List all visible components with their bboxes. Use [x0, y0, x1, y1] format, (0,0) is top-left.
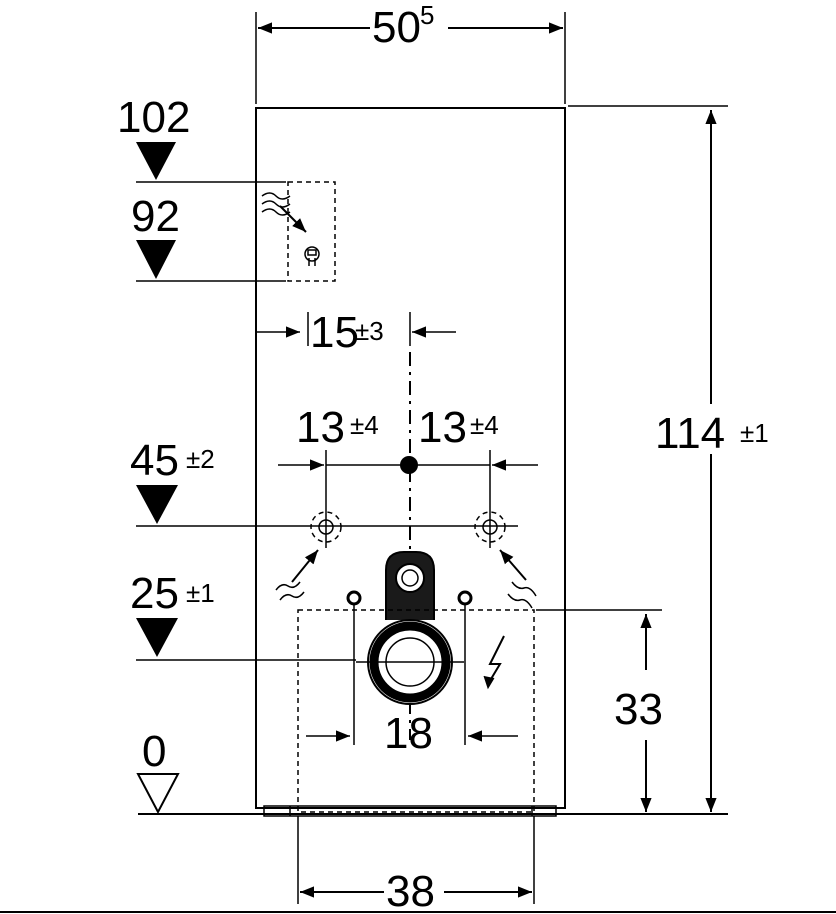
- flow-arrow-right-icon: [499, 549, 537, 609]
- flow-arrow-left-icon: [275, 549, 319, 601]
- level-top-value: 102: [117, 93, 190, 142]
- base-plate: [263, 805, 557, 817]
- level-floor-marker: [136, 773, 180, 815]
- box-height-value: 33: [614, 685, 663, 734]
- installation-zone-box: [297, 609, 535, 813]
- drain-outlet: [356, 619, 464, 705]
- fixing-point-left: [310, 511, 342, 543]
- electrical-icon: [483, 635, 505, 690]
- width-value: 50: [372, 3, 421, 52]
- flush-pipe: [385, 551, 435, 620]
- height-tolerance: ±1: [740, 418, 769, 448]
- level-fix-tolerance: ±2: [186, 444, 215, 474]
- level-water-marker: [136, 240, 176, 279]
- spacing-right-value: 13: [418, 403, 467, 452]
- level-top-marker: [136, 142, 176, 180]
- spacing-left-value: 13: [296, 403, 345, 452]
- base-width-value: 38: [386, 867, 435, 914]
- level-drain-tolerance: ±1: [186, 578, 215, 608]
- level-floor-value: 0: [142, 727, 166, 776]
- drain-spacing-value: 18: [384, 709, 433, 758]
- level-water-value: 92: [131, 192, 180, 241]
- offset-value: 15: [310, 308, 359, 357]
- water-flow-icon: [261, 192, 307, 233]
- water-connection-box: [287, 181, 336, 282]
- level-drain-marker: [136, 618, 178, 657]
- drain-fix-left: [346, 590, 362, 606]
- valve-icon: [304, 246, 320, 266]
- level-fix-marker: [136, 485, 178, 524]
- spacing-left-tolerance: ±4: [350, 410, 379, 440]
- drain-fix-right: [457, 590, 473, 606]
- center-point: [400, 456, 418, 474]
- fixing-point-right: [474, 511, 506, 543]
- height-value: 114: [655, 409, 725, 458]
- level-drain-value: 25: [130, 569, 179, 618]
- offset-tolerance: ±3: [355, 316, 384, 346]
- spacing-right-tolerance: ±4: [470, 410, 499, 440]
- module-outline: [255, 107, 566, 809]
- width-superscript: 5: [420, 0, 434, 30]
- level-fix-value: 45: [130, 436, 179, 485]
